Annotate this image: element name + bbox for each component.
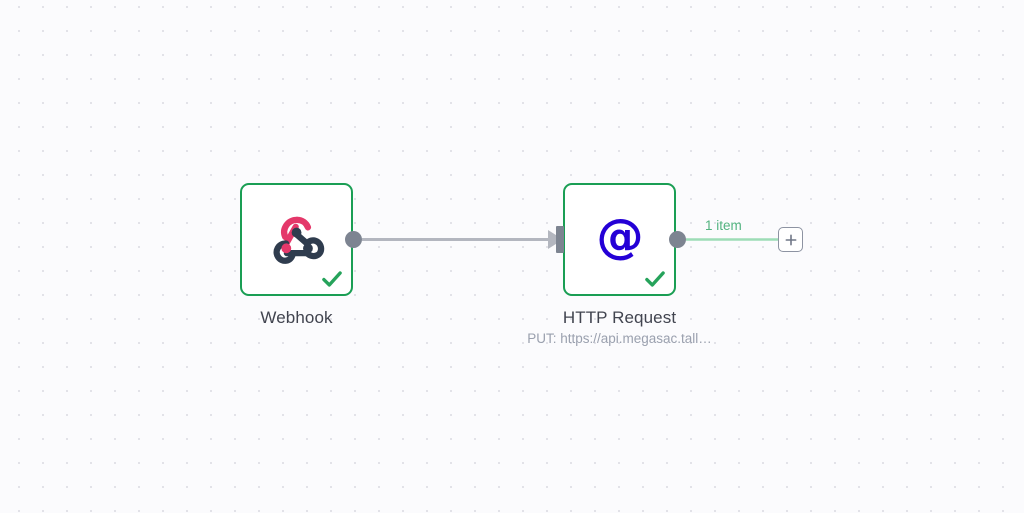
check-icon <box>322 271 342 287</box>
plus-icon <box>785 234 796 245</box>
node-sublabel-http-request: PUT: https://api.megasac.tall… <box>527 331 712 346</box>
edge-label-item-count: 1 item <box>705 218 742 233</box>
add-node-button[interactable] <box>778 227 803 252</box>
connector-webhook-to-http[interactable] <box>362 230 563 249</box>
output-port-webhook[interactable] <box>345 231 362 248</box>
node-label-webhook: Webhook <box>260 308 333 327</box>
node-http-request[interactable]: @ <box>563 183 676 296</box>
node-webhook[interactable] <box>240 183 353 296</box>
node-label-http-request: HTTP Request <box>562 308 677 327</box>
check-icon <box>645 271 665 287</box>
output-port-http-request[interactable] <box>669 231 686 248</box>
at-sign-icon: @ <box>596 212 643 264</box>
webhook-icon <box>273 216 324 264</box>
input-port-http-request[interactable] <box>556 226 564 253</box>
svg-text:@: @ <box>596 212 643 264</box>
